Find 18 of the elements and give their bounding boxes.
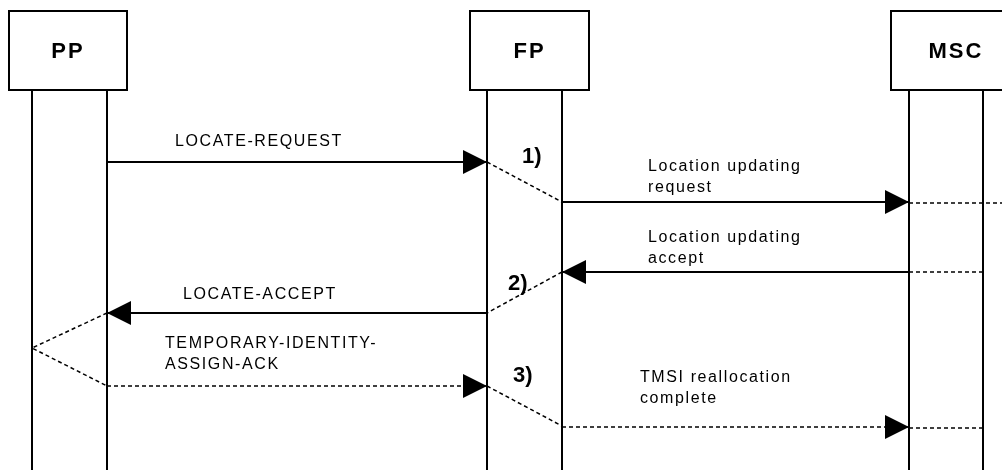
entity-name: MSC [928,37,984,64]
message-arrow [106,301,488,325]
message-arrow [561,260,910,284]
edge-label: LOCATE-ACCEPT [183,284,338,304]
edge-label: TMSI reallocation complete [640,367,793,408]
entity-name: PP [51,37,85,64]
message-arrow [106,150,488,174]
message-arrow [106,374,488,398]
message-arrow [561,190,910,214]
edge-label: TEMPORARY-IDENTITY-ASSIGN-ACK [165,333,379,374]
edge-label: Location updating request [648,156,803,197]
edge-label: LOCATE-REQUEST [175,131,344,151]
step-number: 1) [522,143,542,169]
edge-label: Location updating accept [648,227,803,268]
entity-name: FP [513,37,546,64]
step-number: 2) [508,270,528,296]
message-arrow [561,415,910,439]
step-number: 3) [513,362,533,388]
